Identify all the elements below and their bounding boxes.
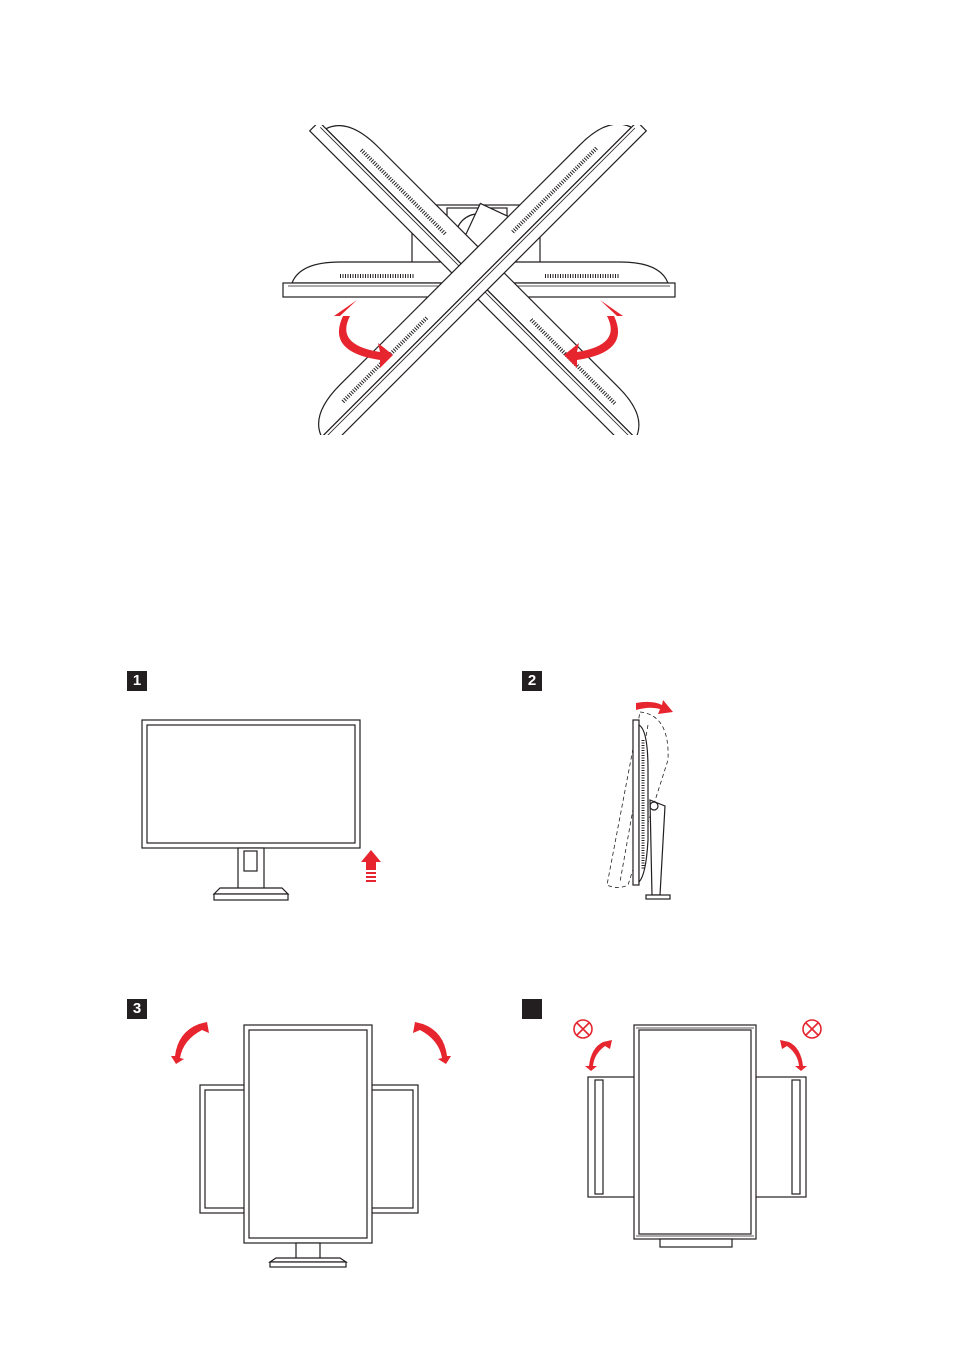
monitor-front-view — [142, 720, 360, 848]
stand-front-view — [214, 848, 288, 900]
swivel-arrow-icon — [334, 300, 623, 368]
monitor-portrait-back — [634, 1025, 756, 1239]
monitor-side-view — [633, 720, 648, 885]
monitor-portrait — [244, 1025, 372, 1243]
step-3-figure — [160, 1010, 460, 1270]
stand-base-back — [660, 1239, 732, 1247]
step-2-figure — [595, 695, 690, 910]
step-3-badge: 3 — [127, 999, 147, 1019]
step-4-figure — [570, 1010, 840, 1260]
stand-side-view — [646, 800, 670, 899]
stand-front-view — [270, 1243, 346, 1267]
step-1-figure — [135, 715, 395, 910]
step-1-badge: 1 — [127, 671, 147, 691]
step-4-badge — [522, 999, 542, 1019]
lift-arrow-icon — [361, 850, 381, 882]
swivel-diagram — [270, 125, 690, 435]
step-2-badge: 2 — [522, 671, 542, 691]
